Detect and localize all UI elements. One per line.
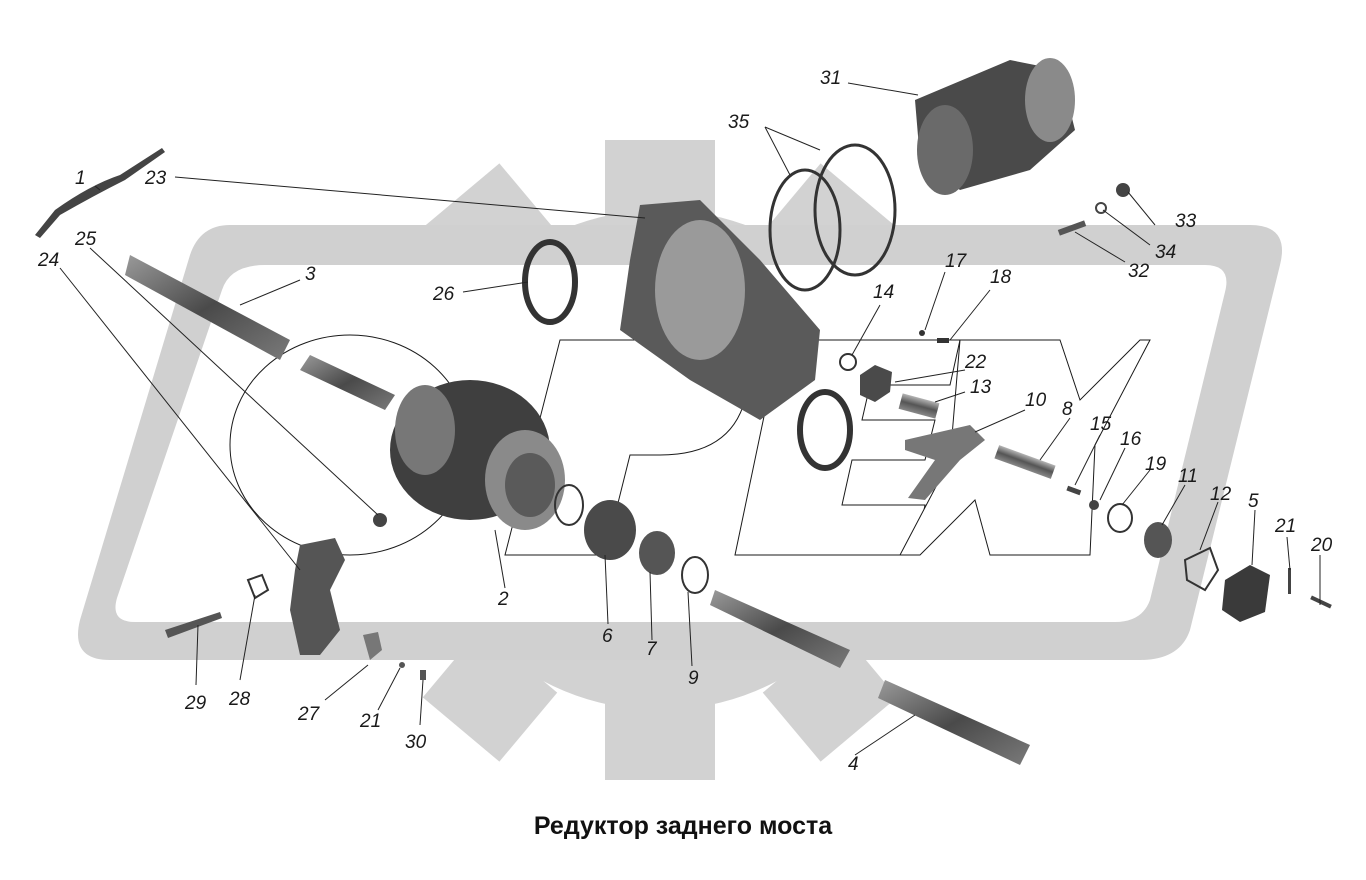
callout-5: 5 bbox=[1248, 491, 1259, 512]
parts bbox=[35, 58, 1332, 765]
watermark-logo bbox=[78, 140, 1282, 780]
part-11-bushing bbox=[1144, 522, 1172, 558]
callout-13: 13 bbox=[970, 377, 992, 398]
callout-30: 30 bbox=[405, 732, 427, 753]
callout-16: 16 bbox=[1120, 429, 1142, 450]
part-31-pinion-housing bbox=[915, 58, 1075, 195]
callout-8: 8 bbox=[1062, 399, 1073, 420]
part-25-nut bbox=[373, 513, 387, 527]
part-7-bearing bbox=[639, 531, 675, 575]
callout-18: 18 bbox=[990, 267, 1012, 288]
diagram-caption: Редуктор заднего моста bbox=[533, 812, 833, 840]
callout-31: 31 bbox=[820, 68, 841, 89]
callout-22: 22 bbox=[964, 352, 987, 373]
callout-4: 4 bbox=[848, 754, 859, 775]
part-13-pin bbox=[898, 393, 940, 419]
part-24-bearing-cap bbox=[290, 538, 345, 655]
part-18-screw bbox=[937, 338, 949, 343]
callout-7: 7 bbox=[646, 639, 658, 660]
callout-32: 32 bbox=[1128, 261, 1150, 282]
part-2-differential bbox=[390, 380, 565, 530]
callout-28: 28 bbox=[228, 689, 251, 710]
callout-1: 1 bbox=[75, 168, 86, 189]
callout-11: 11 bbox=[1178, 466, 1198, 487]
part-14-oring bbox=[839, 353, 857, 371]
callout-21-right: 21 bbox=[1274, 516, 1296, 537]
callout-12: 12 bbox=[1210, 484, 1232, 505]
part-35-gasket-b bbox=[813, 143, 897, 277]
callout-34: 34 bbox=[1155, 242, 1176, 263]
part-28-lock-plate bbox=[246, 573, 270, 600]
part-20-bolt bbox=[1310, 595, 1332, 609]
part-32-stud bbox=[1057, 220, 1087, 236]
callout-25: 25 bbox=[74, 229, 97, 250]
callout-27: 27 bbox=[297, 704, 321, 725]
callout-10: 10 bbox=[1025, 390, 1047, 411]
callout-labels: 1 23 25 24 3 26 2 6 7 9 35 31 14 17 18 2… bbox=[37, 68, 1333, 775]
callout-20: 20 bbox=[1310, 535, 1333, 556]
callout-26: 26 bbox=[432, 284, 455, 305]
callout-17: 17 bbox=[945, 251, 968, 272]
part-21-pin-left bbox=[399, 662, 405, 668]
part-10-shift-fork bbox=[905, 425, 985, 500]
part-16-ball bbox=[1089, 500, 1099, 510]
part-12-gasket bbox=[1183, 546, 1220, 592]
part-17-ball bbox=[919, 330, 925, 336]
callout-29: 29 bbox=[184, 693, 207, 714]
part-23-housing bbox=[620, 200, 820, 420]
callout-15: 15 bbox=[1090, 414, 1112, 435]
part-8-rod bbox=[994, 445, 1056, 479]
part-5-cap bbox=[1222, 565, 1270, 622]
part-15-spring bbox=[1066, 485, 1082, 496]
callout-21-left: 21 bbox=[359, 711, 381, 732]
part-4-half-shaft bbox=[710, 590, 1030, 765]
part-27-bracket bbox=[363, 632, 382, 660]
callout-14: 14 bbox=[873, 282, 894, 303]
part-ring-mid bbox=[554, 484, 584, 526]
part-34-washer bbox=[1095, 202, 1107, 214]
callout-24: 24 bbox=[37, 250, 59, 271]
part-9-snap-ring bbox=[681, 556, 709, 594]
part-35-gasket-a bbox=[768, 168, 842, 292]
callout-19: 19 bbox=[1145, 454, 1167, 475]
leader-lines bbox=[59, 82, 1321, 756]
part-29-bolt bbox=[165, 612, 222, 638]
part-19-oring bbox=[1107, 503, 1133, 533]
callout-9: 9 bbox=[688, 668, 699, 689]
callout-23: 23 bbox=[144, 168, 167, 189]
part-22-spider bbox=[860, 365, 892, 402]
part-3-half-shaft bbox=[125, 255, 395, 410]
part-1-gasket-strip bbox=[35, 148, 165, 238]
callout-2: 2 bbox=[497, 589, 509, 610]
callout-33: 33 bbox=[1175, 211, 1197, 232]
callout-35: 35 bbox=[728, 112, 750, 133]
part-6-bearing-cup bbox=[584, 500, 636, 560]
part-21-pin-right bbox=[1288, 568, 1291, 594]
part-33-nut bbox=[1116, 183, 1130, 197]
part-ring-lower bbox=[797, 389, 853, 471]
callout-6: 6 bbox=[602, 626, 613, 647]
watermark-letters bbox=[229, 334, 1151, 556]
part-30-screw bbox=[420, 670, 426, 680]
callout-3: 3 bbox=[305, 264, 316, 285]
